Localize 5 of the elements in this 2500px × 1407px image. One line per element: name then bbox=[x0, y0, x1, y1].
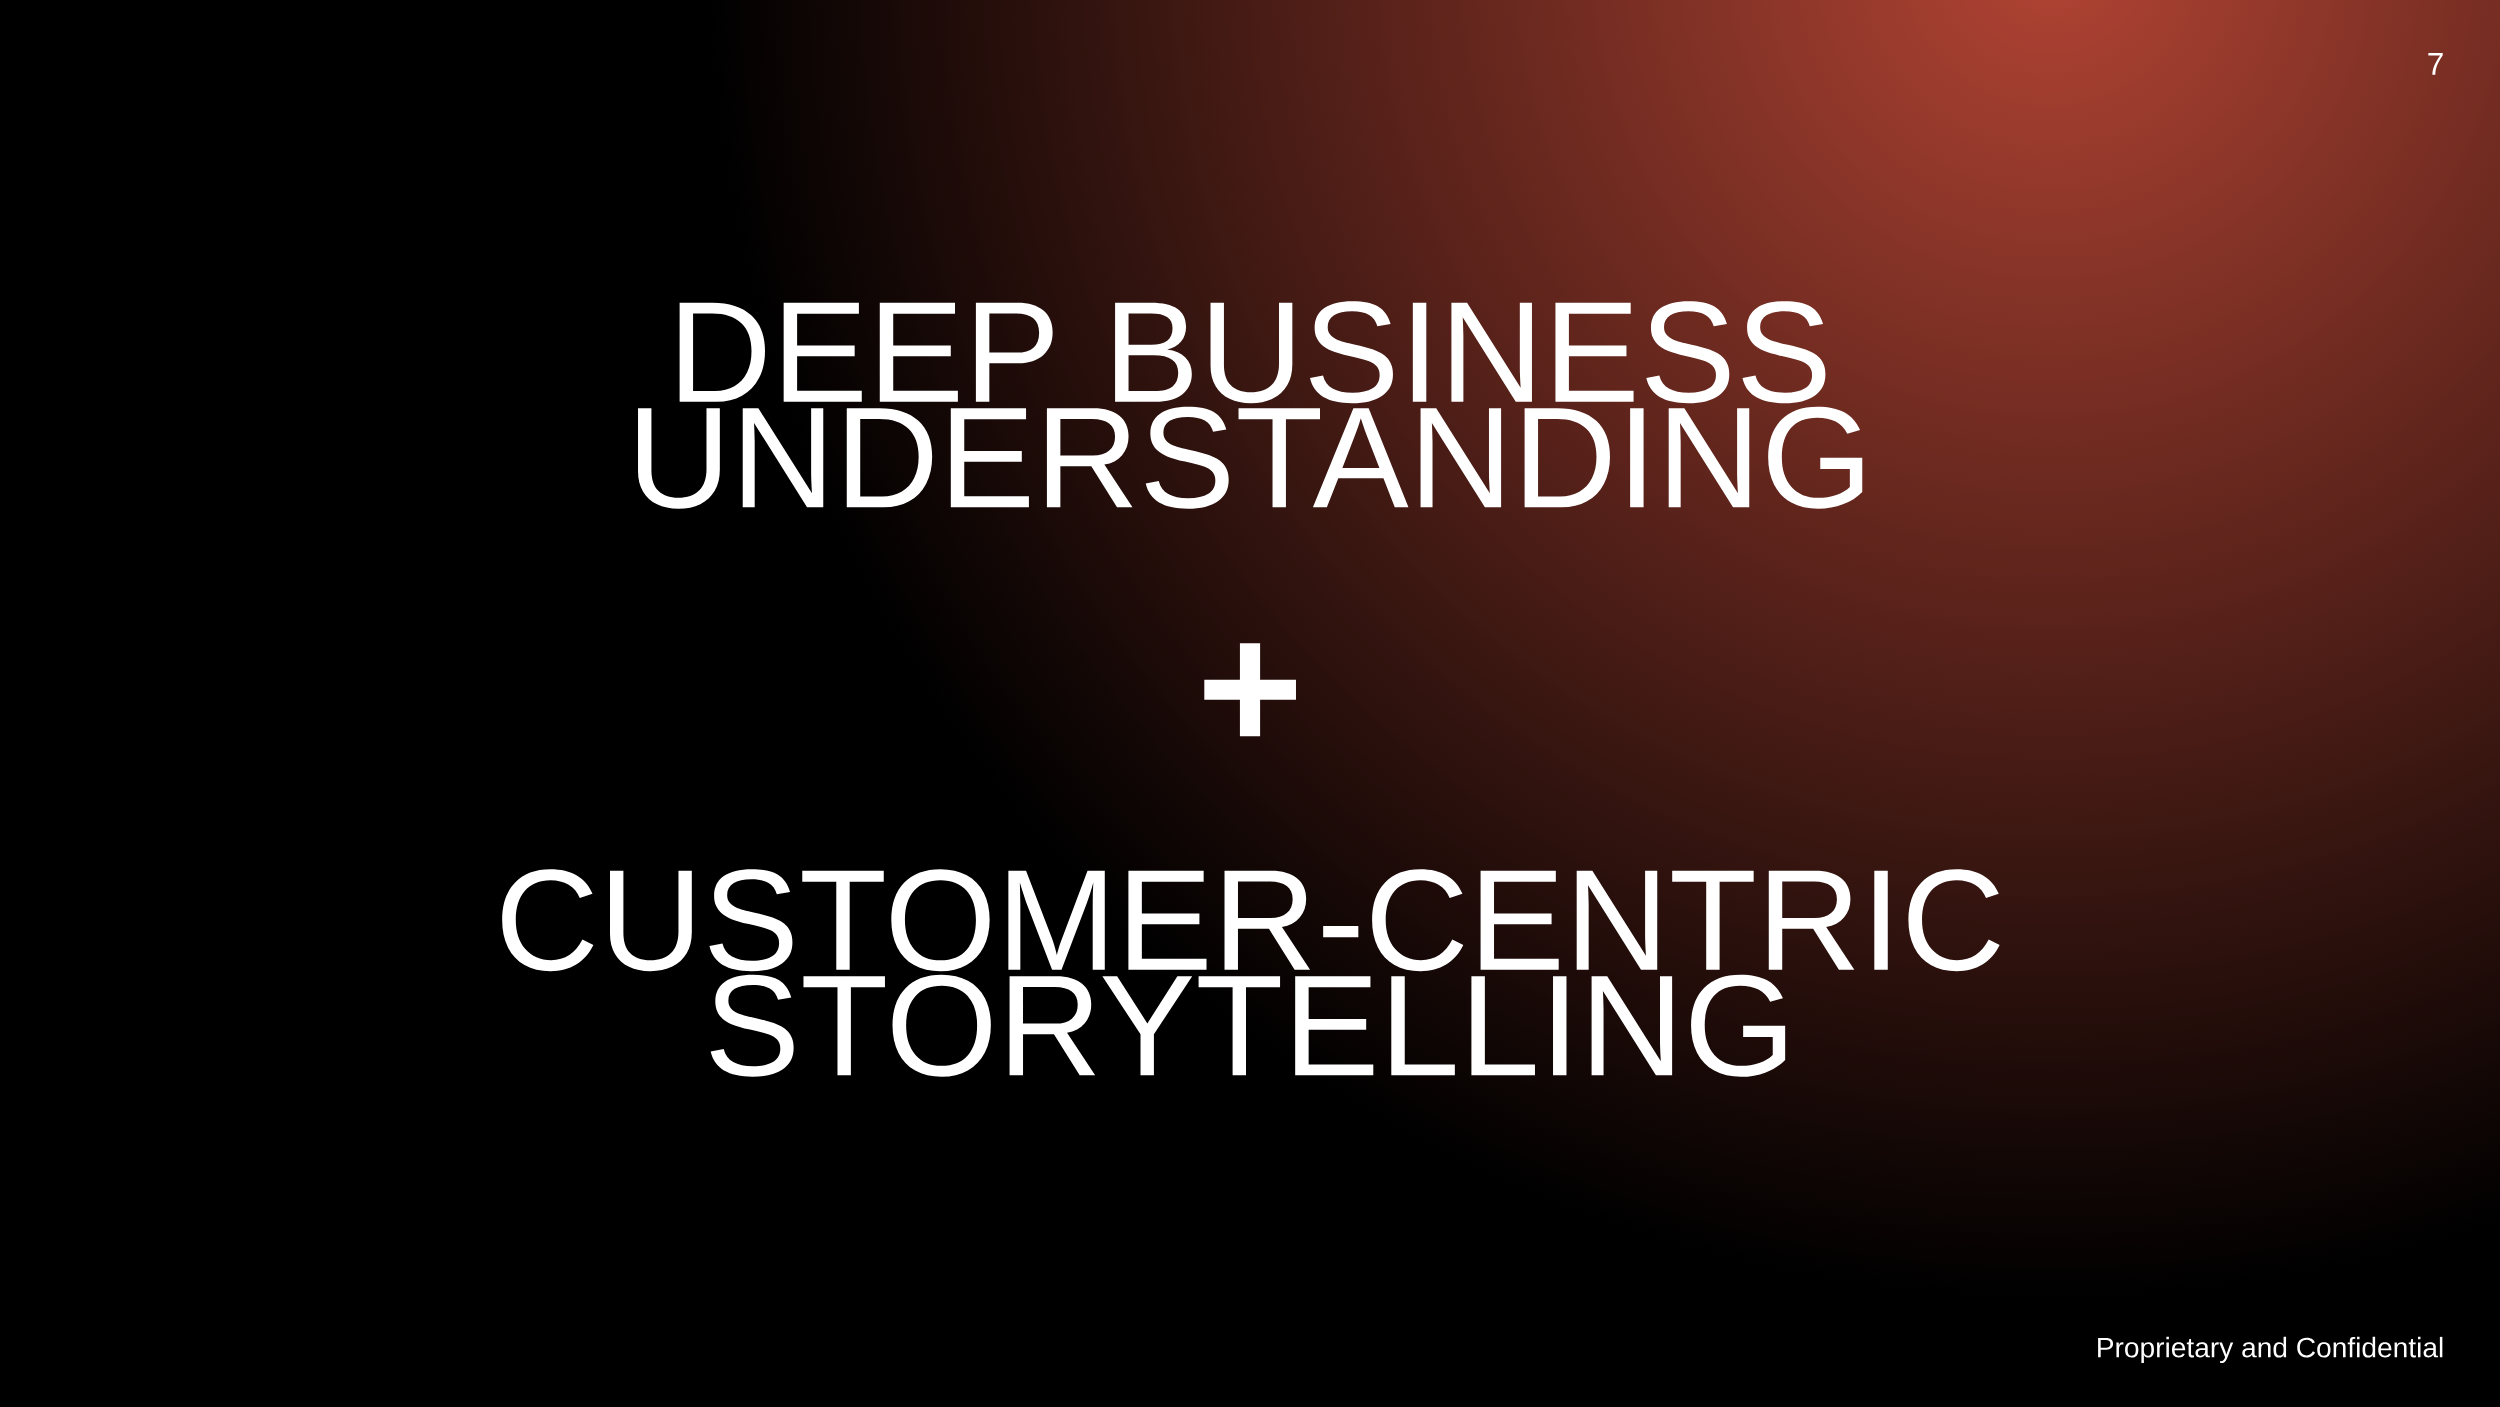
plus-sign: + bbox=[1204, 643, 1296, 737]
headline: DEEP BUSINESS UNDERSTANDING bbox=[638, 301, 1863, 509]
footer-note: Proprietary and Confidential bbox=[2098, 1336, 2443, 1364]
page-number: 7 bbox=[2428, 53, 2443, 75]
headline: CUSTOMER-CENTRIC STORYTELLING bbox=[502, 869, 2000, 1077]
